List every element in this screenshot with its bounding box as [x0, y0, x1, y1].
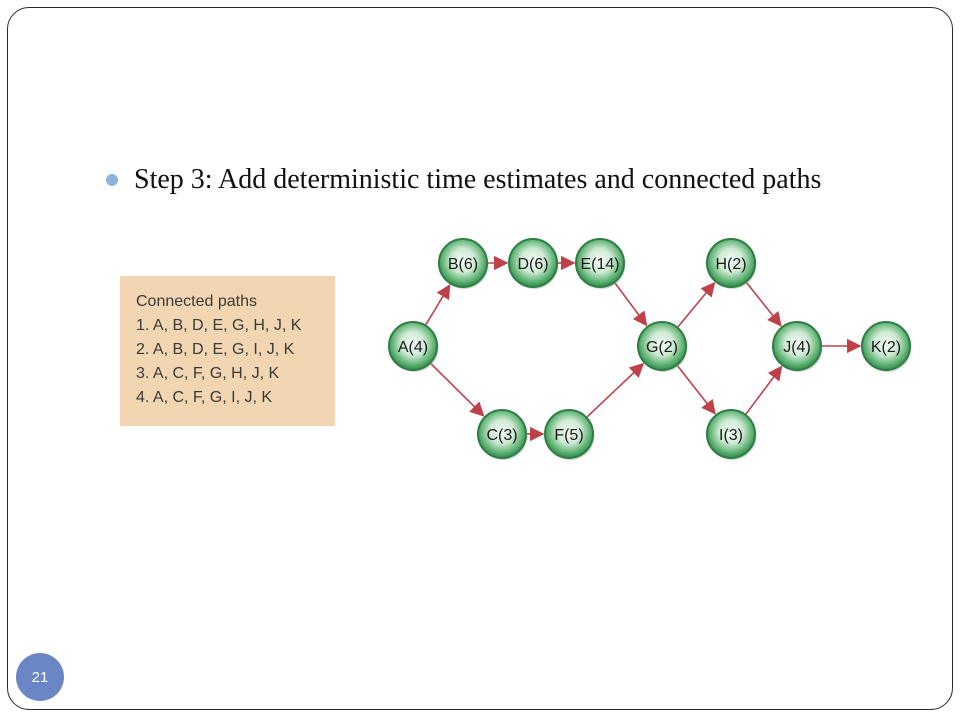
path-item: 2. A, B, D, E, G, I, J, K: [136, 341, 295, 358]
page-number-badge: 21: [16, 653, 64, 701]
bullet-text: Step 3: Add deterministic time estimates…: [134, 164, 822, 195]
paths-box-title: Connected paths: [136, 293, 257, 310]
path-item: 3. A, C, F, G, H, J, K: [136, 365, 280, 382]
connected-paths-box: Connected paths 1. A, B, D, E, G, H, J, …: [120, 276, 335, 426]
path-item: 4. A, C, F, G, I, J, K: [136, 389, 273, 406]
bullet-dot-icon: [106, 174, 118, 186]
bullet-item: Step 3: Add deterministic time estimates…: [106, 160, 821, 200]
path-item: 1. A, B, D, E, G, H, J, K: [136, 317, 302, 334]
